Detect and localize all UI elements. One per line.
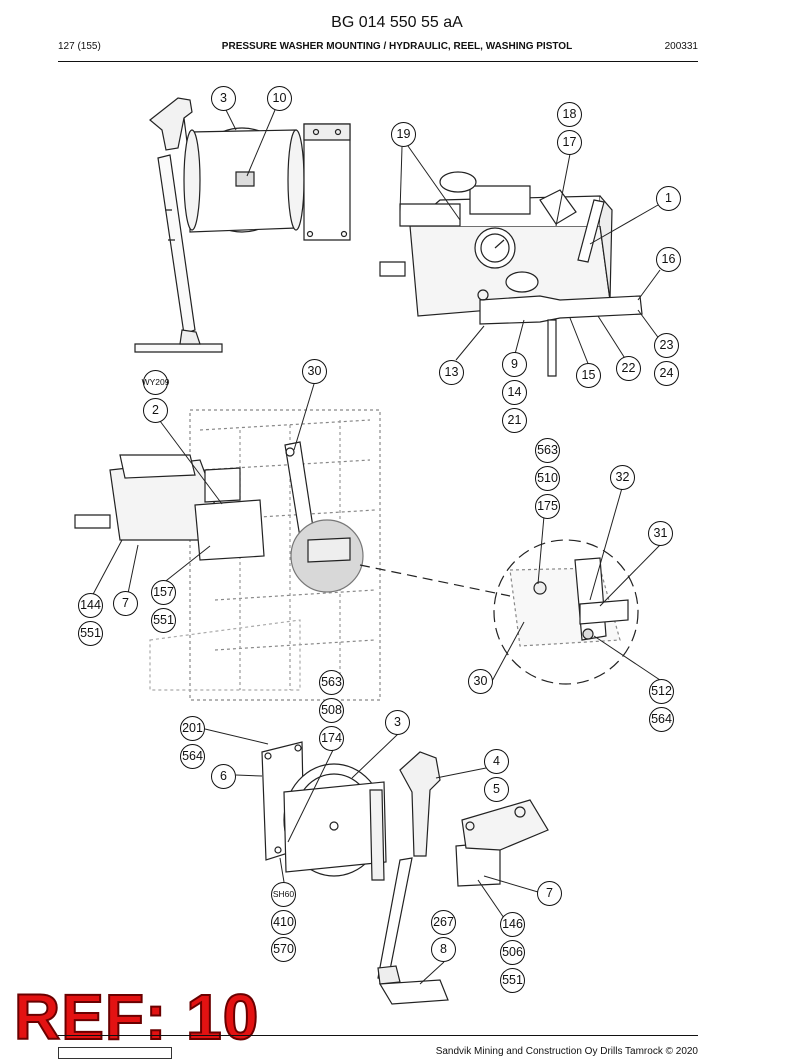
ref-overlay-label: REF: 10: [13, 981, 260, 1053]
valve-block-top: [379, 171, 643, 377]
callout: 2: [143, 398, 168, 423]
callout: 1: [656, 186, 681, 211]
callout: WY209: [142, 370, 169, 395]
detail-projection-line: [359, 564, 511, 597]
callout: 24: [654, 361, 679, 386]
footer-rule: [58, 1035, 698, 1036]
callout: 16: [656, 247, 681, 272]
callout: 175: [535, 494, 560, 519]
callout: 3: [385, 710, 410, 735]
callout: 18: [557, 102, 582, 127]
callout: 8: [431, 937, 456, 962]
callout: 14: [502, 380, 527, 405]
callout: 410: [271, 910, 296, 935]
callout: 19: [391, 122, 416, 147]
callout: 15: [576, 363, 601, 388]
callout: 5: [484, 777, 509, 802]
reel-assembly-bottom: [261, 741, 549, 1005]
callout: 22: [616, 356, 641, 381]
callout: 201: [180, 716, 205, 741]
document-id: BG 014 550 55 aA: [331, 14, 463, 31]
callout: 13: [439, 360, 464, 385]
callout: 30: [302, 359, 327, 384]
page-title: PRESSURE WASHER MOUNTING / HYDRAULIC, RE…: [221, 41, 573, 52]
callout: 21: [502, 408, 527, 433]
callout: 551: [500, 968, 525, 993]
callout: SH60: [271, 882, 296, 907]
callout: 157: [151, 580, 176, 605]
callout: 570: [271, 937, 296, 962]
callout: 31: [648, 521, 673, 546]
callout: 510: [535, 466, 560, 491]
callout: 4: [484, 749, 509, 774]
callout: 23: [654, 333, 679, 358]
callout: 146: [500, 912, 525, 937]
magnified-detail: [493, 539, 639, 685]
callout: 10: [267, 86, 292, 111]
company-logo: [58, 1047, 172, 1059]
callout: 551: [78, 621, 103, 646]
header-rule: [58, 61, 698, 62]
reel-assembly-top: [134, 97, 351, 353]
footer-copyright: Sandvik Mining and Construction Oy Drill…: [435, 1046, 698, 1057]
callout: 32: [610, 465, 635, 490]
callout: 144: [78, 593, 103, 618]
leader-lines: [89, 109, 661, 985]
callout: 563: [319, 670, 344, 695]
callout: 551: [151, 608, 176, 633]
callout: 174: [319, 726, 344, 751]
machine-mount-middle: [74, 409, 381, 701]
callout: 7: [537, 881, 562, 906]
callout: 7: [113, 591, 138, 616]
page-number: 127 (155): [58, 41, 101, 52]
callout: 564: [180, 744, 205, 769]
callout: 564: [649, 707, 674, 732]
callout: 30: [468, 669, 493, 694]
callout: 563: [535, 438, 560, 463]
callout: 267: [431, 910, 456, 935]
callout: 3: [211, 86, 236, 111]
callout: 9: [502, 352, 527, 377]
callout: 512: [649, 679, 674, 704]
callout: 6: [211, 764, 236, 789]
document-date: 200331: [664, 41, 698, 52]
callout: 17: [557, 130, 582, 155]
callout: 506: [500, 940, 525, 965]
callout: 508: [319, 698, 344, 723]
